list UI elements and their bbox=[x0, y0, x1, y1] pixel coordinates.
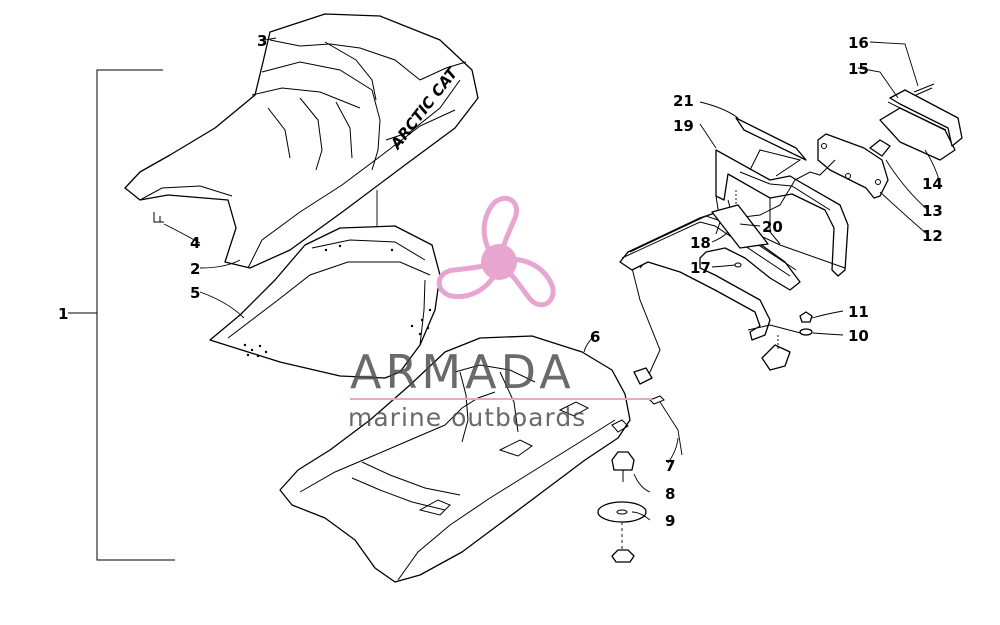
washer-9 bbox=[597, 501, 647, 563]
callout-21: 21 bbox=[673, 92, 694, 110]
callout-4: 4 bbox=[190, 234, 200, 252]
rack-foot bbox=[761, 335, 791, 371]
callout-2: 2 bbox=[190, 260, 200, 278]
callout-11: 11 bbox=[848, 303, 869, 321]
wire-harness bbox=[631, 261, 661, 385]
bracket-18 bbox=[711, 204, 769, 249]
callout-19: 19 bbox=[673, 117, 694, 135]
bolt-11 bbox=[799, 311, 813, 323]
callout-18: 18 bbox=[690, 234, 711, 252]
luggage-rack bbox=[619, 149, 849, 341]
watermark-title: ARMADA bbox=[350, 345, 575, 399]
callout-8: 8 bbox=[665, 485, 675, 503]
leader-lines bbox=[163, 37, 941, 521]
callout-12: 12 bbox=[922, 227, 943, 245]
reflector-21 bbox=[735, 117, 807, 161]
taillight-mount bbox=[734, 133, 889, 219]
watermark-subtitle: marine outboards bbox=[348, 403, 586, 432]
callout-9: 9 bbox=[665, 512, 675, 530]
callout-20: 20 bbox=[762, 218, 783, 236]
callout-3: 3 bbox=[257, 32, 267, 50]
callout-7: 7 bbox=[665, 457, 675, 475]
callout-10: 10 bbox=[848, 327, 869, 345]
taillight-housing-15 bbox=[887, 89, 963, 147]
callout-15: 15 bbox=[848, 60, 869, 78]
assembly-bracket bbox=[68, 69, 175, 561]
foam-texture bbox=[243, 244, 432, 358]
watermark: ARMADA marine outboards bbox=[348, 195, 652, 432]
nut-8 bbox=[611, 451, 635, 482]
seat-foam bbox=[209, 225, 441, 379]
callout-13: 13 bbox=[922, 202, 943, 220]
callout-5: 5 bbox=[190, 284, 200, 302]
screw-16 bbox=[913, 83, 935, 96]
washer-17 bbox=[734, 262, 742, 268]
callout-14: 14 bbox=[922, 175, 943, 193]
propeller-logo-icon bbox=[435, 195, 562, 309]
seat-cover: ARCTIC CAT bbox=[124, 13, 479, 269]
bolt-7 bbox=[649, 395, 683, 456]
callout-6: 6 bbox=[590, 328, 600, 346]
taillight-bulb-13 bbox=[869, 139, 891, 157]
seat-fastener-4 bbox=[153, 212, 164, 223]
callout-16: 16 bbox=[848, 34, 869, 52]
washer-10 bbox=[799, 328, 813, 336]
seat-base bbox=[279, 335, 631, 583]
callout-labels: 1 2 3 4 5 6 7 8 9 10 11 12 13 14 15 16 1… bbox=[58, 32, 943, 530]
callout-1: 1 bbox=[58, 305, 68, 323]
callout-17: 17 bbox=[690, 259, 711, 277]
